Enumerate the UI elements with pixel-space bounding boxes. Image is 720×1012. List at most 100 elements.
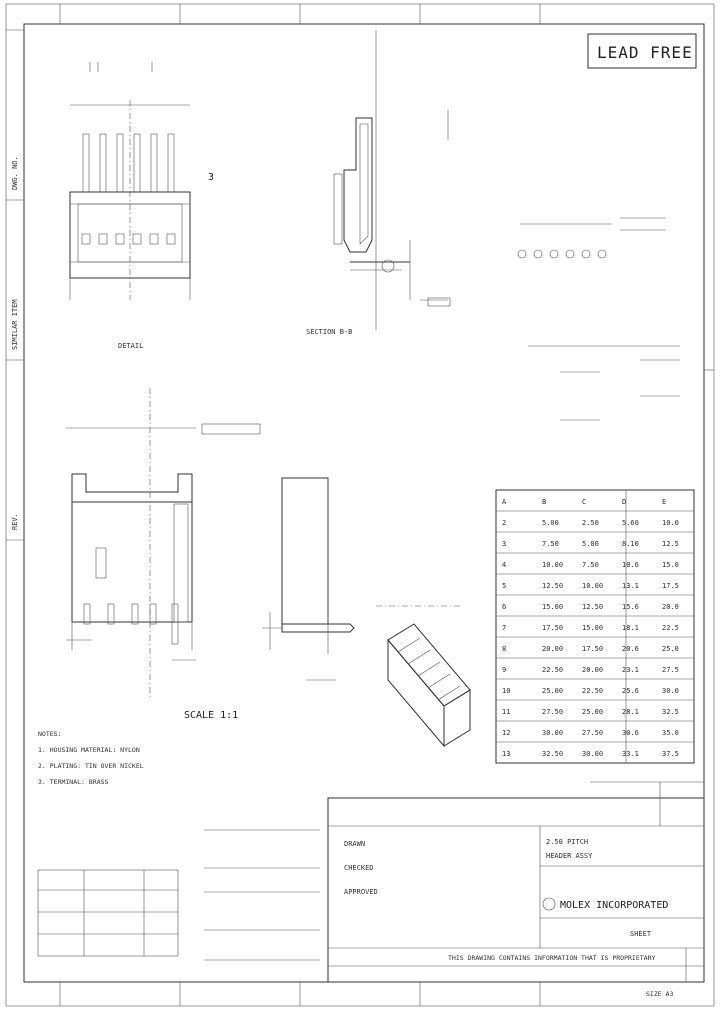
- confidential-note: THIS DRAWING CONTAINS INFORMATION THAT I…: [448, 954, 655, 962]
- spec-table-cell: D: [622, 498, 626, 506]
- outer-border: [5, 3, 715, 1007]
- spec-table-cell: 2: [502, 519, 506, 527]
- spec-table-cell: B: [542, 498, 546, 506]
- spec-table-cell: 25.00: [582, 708, 603, 716]
- spec-table-cell: 17.50: [582, 645, 603, 653]
- spec-table-cell: 15.6: [622, 603, 639, 611]
- iso-view: [387, 623, 471, 748]
- pcb-layout: [517, 217, 666, 259]
- spec-table-cell: 5.00: [582, 540, 599, 548]
- scale-text: SCALE 1:1: [184, 710, 238, 721]
- size-label: SIZE A3: [646, 990, 673, 998]
- note-line-2: 2. PLATING: TIN OVER NICKEL: [38, 762, 144, 770]
- spec-table-cell: E: [662, 498, 666, 506]
- spec-table-cell: 5: [502, 582, 506, 590]
- spec-table-cell: 25.0: [662, 645, 679, 653]
- spec-table-cell: 35.0: [662, 729, 679, 737]
- spec-table-cell: 10.00: [542, 561, 563, 569]
- spec-table-cell: 22.5: [662, 624, 679, 632]
- spec-table-cell: 33.1: [622, 750, 639, 758]
- company-name: MOLEX INCORPORATED: [560, 900, 668, 911]
- spec-table-cell: 23.1: [622, 666, 639, 674]
- spec-table-cell: 15.0: [662, 561, 679, 569]
- spec-table-cell: 5.00: [542, 519, 559, 527]
- spec-table-cell: A: [502, 498, 507, 506]
- spec-table-cell: 7.50: [582, 561, 599, 569]
- notes-block: NOTES: 1. HOUSING MATERIAL: NYLON 2. PLA…: [37, 730, 179, 957]
- side-label-dwg: DWG. NO.: [11, 156, 19, 190]
- spec-table-cell: 17.5: [662, 582, 679, 590]
- spec-table-cell: 7: [502, 624, 506, 632]
- side-label-similar: SIMILAR ITEM: [11, 299, 19, 350]
- notes-title: NOTES:: [38, 730, 61, 738]
- drawn-label: DRAWN: [344, 840, 365, 848]
- spec-table-cell: 10: [502, 687, 510, 695]
- spec-table-cell: 27.50: [582, 729, 603, 737]
- dim-3: 3: [208, 172, 214, 183]
- sheet-label: SHEET: [630, 930, 652, 938]
- spec-table-cell: 32.5: [662, 708, 679, 716]
- spec-table-cell: 37.5: [662, 750, 679, 758]
- spec-table-cell: 27.5: [662, 666, 679, 674]
- spec-table-cell: 25.00: [542, 687, 563, 695]
- side-label-rev: REV.: [11, 513, 19, 530]
- spec-table-cell: 3: [502, 540, 506, 548]
- lead-free-stamp: LEAD FREE: [587, 33, 697, 69]
- company-logo-icon: [542, 897, 556, 911]
- approved-label: APPROVED: [344, 888, 378, 896]
- spec-table-cell: 22.50: [542, 666, 563, 674]
- left-strip: DWG. NO. SIMILAR ITEM REV.: [6, 29, 24, 541]
- spec-table-cell: 20.00: [542, 645, 563, 653]
- spec-table-cell: 27.50: [542, 708, 563, 716]
- spec-table-cell: 10.0: [662, 519, 679, 527]
- spec-table-cell: 12.50: [582, 603, 603, 611]
- spec-table-cell: 25.6: [622, 687, 639, 695]
- inner-border: [23, 23, 705, 983]
- spec-table-cell: 12.50: [542, 582, 563, 590]
- title-line-2: HEADER ASSY: [546, 852, 593, 860]
- spec-table-cell: 28.1: [622, 708, 639, 716]
- spec-table-frame: [495, 489, 695, 764]
- spec-table-cell: 15.00: [542, 603, 563, 611]
- spec-table-cell: 6: [502, 603, 506, 611]
- checked-label: CHECKED: [344, 864, 374, 872]
- spec-table-cell: 12: [502, 729, 510, 737]
- spec-table-cell: 20.0: [662, 603, 679, 611]
- spec-table-cell: 7.50: [542, 540, 559, 548]
- spec-table-cell: 5.60: [622, 519, 639, 527]
- title-line-1: 2.50 PITCH: [546, 838, 588, 846]
- spec-table-cell: 22.50: [582, 687, 603, 695]
- bottom-view: SCALE 1:1: [66, 388, 261, 721]
- spec-table-cell: 17.50: [542, 624, 563, 632]
- front-view-top: 3 DETAIL: [69, 62, 214, 350]
- view-label-top: DETAIL: [118, 342, 143, 350]
- lead-free-text: LEAD FREE: [597, 43, 693, 62]
- spec-table-cell: 13.1: [622, 582, 639, 590]
- title-block: 2.50 PITCH HEADER ASSY MOLEX INCORPORATE…: [327, 781, 705, 998]
- spec-table-cell: 13: [502, 750, 510, 758]
- material-callouts: [528, 345, 680, 421]
- spec-table-cell: 32.50: [542, 750, 563, 758]
- spec-table-cell: 12.5: [662, 540, 679, 548]
- spec-table-cell: 30.0: [662, 687, 679, 695]
- note-line-3: 3. TERMINAL: BRASS: [38, 778, 109, 786]
- spec-table-cell: 8.10: [622, 540, 639, 548]
- side-view: [262, 477, 460, 681]
- spec-table-cell: 2.50: [582, 519, 599, 527]
- revision-cells: [204, 829, 320, 961]
- spec-table-cell: C: [582, 498, 586, 506]
- spec-table-cell: 18.1: [622, 624, 639, 632]
- spec-table-cell: 9: [502, 666, 506, 674]
- spec-table-cell: 30.00: [542, 729, 563, 737]
- spec-table-cell: 15.00: [582, 624, 603, 632]
- spec-table-cell: 30.6: [622, 729, 639, 737]
- spec-table-cell: 30.00: [582, 750, 603, 758]
- note-line-1: 1. HOUSING MATERIAL: NYLON: [38, 746, 140, 754]
- section-view: SECTION B-B: [306, 30, 451, 336]
- spec-table-cell: 10.00: [582, 582, 603, 590]
- zone-ticks: [59, 4, 714, 1006]
- spec-table-cell: 20.6: [622, 645, 639, 653]
- spec-table-cell: 11: [502, 708, 510, 716]
